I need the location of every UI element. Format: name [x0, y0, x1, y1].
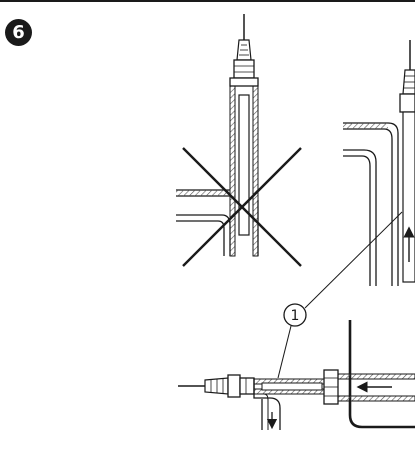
horizontal-installation-view [178, 320, 415, 430]
callout-1: 1 [277, 211, 403, 379]
tank-wall [348, 320, 415, 429]
top-rule [0, 0, 415, 2]
correct-installation-view [343, 40, 415, 286]
leader-line-top [304, 211, 403, 309]
temperature-probe [238, 94, 250, 236]
wrong-mark-line-2 [182, 147, 302, 267]
hex-nut [233, 59, 255, 79]
step-number-badge: 6 [5, 19, 32, 46]
callout-circle [283, 303, 307, 327]
callout-label: 1 [291, 308, 300, 324]
wrong-installation-view [176, 14, 302, 267]
leader-line-bottom [277, 325, 292, 379]
